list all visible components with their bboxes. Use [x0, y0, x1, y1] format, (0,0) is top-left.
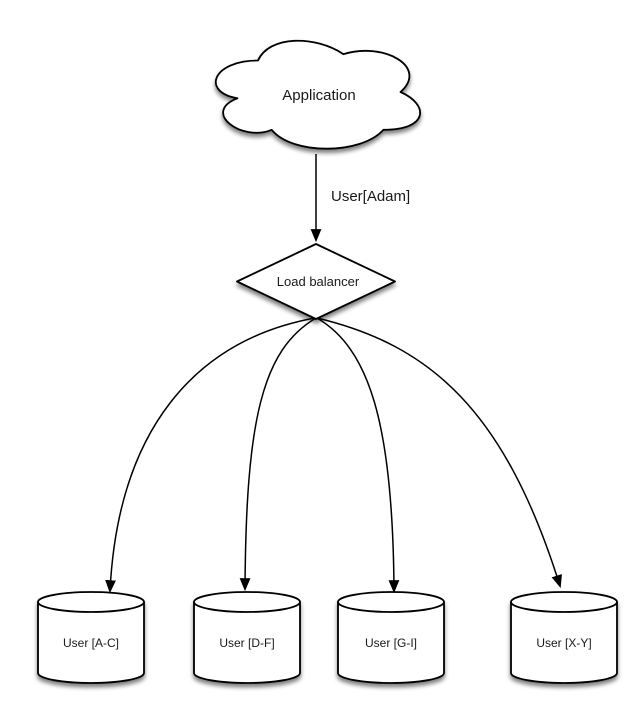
node-load-balancer: Load balancer [236, 243, 396, 320]
node-db-user-d-f: User [D-F] [193, 591, 301, 684]
node-application: Application [215, 39, 421, 150]
node-db-2-label: User [D-F] [219, 636, 274, 650]
edge-loadbalancer-to-db-3 [316, 317, 400, 594]
cylinder-shape [337, 591, 445, 684]
node-db-user-x-y: User [X-Y] [510, 591, 618, 684]
node-application-label: Application [282, 87, 355, 104]
node-load-balancer-label: Load balancer [277, 274, 360, 289]
node-db-1-label: User [A-C] [63, 636, 119, 650]
diamond-shape [236, 243, 396, 320]
cylinder-shape [510, 591, 618, 684]
node-db-3-label: User [G-I] [365, 636, 417, 650]
node-db-4-label: User [X-Y] [536, 636, 591, 650]
cylinder-shape [37, 591, 145, 684]
node-db-user-g-i: User [G-I] [337, 591, 445, 684]
edges: User[Adam] [105, 154, 562, 594]
edge-loadbalancer-to-db-2 [239, 317, 317, 592]
edge-loadbalancer-to-db-1 [105, 317, 316, 594]
edge-label-user-adam: User[Adam] [331, 188, 410, 205]
edge-loadbalancer-to-db-4 [316, 317, 562, 589]
cylinder-shape [193, 591, 301, 684]
cloud-shape [215, 39, 421, 150]
node-db-user-a-c: User [A-C] [37, 591, 145, 684]
